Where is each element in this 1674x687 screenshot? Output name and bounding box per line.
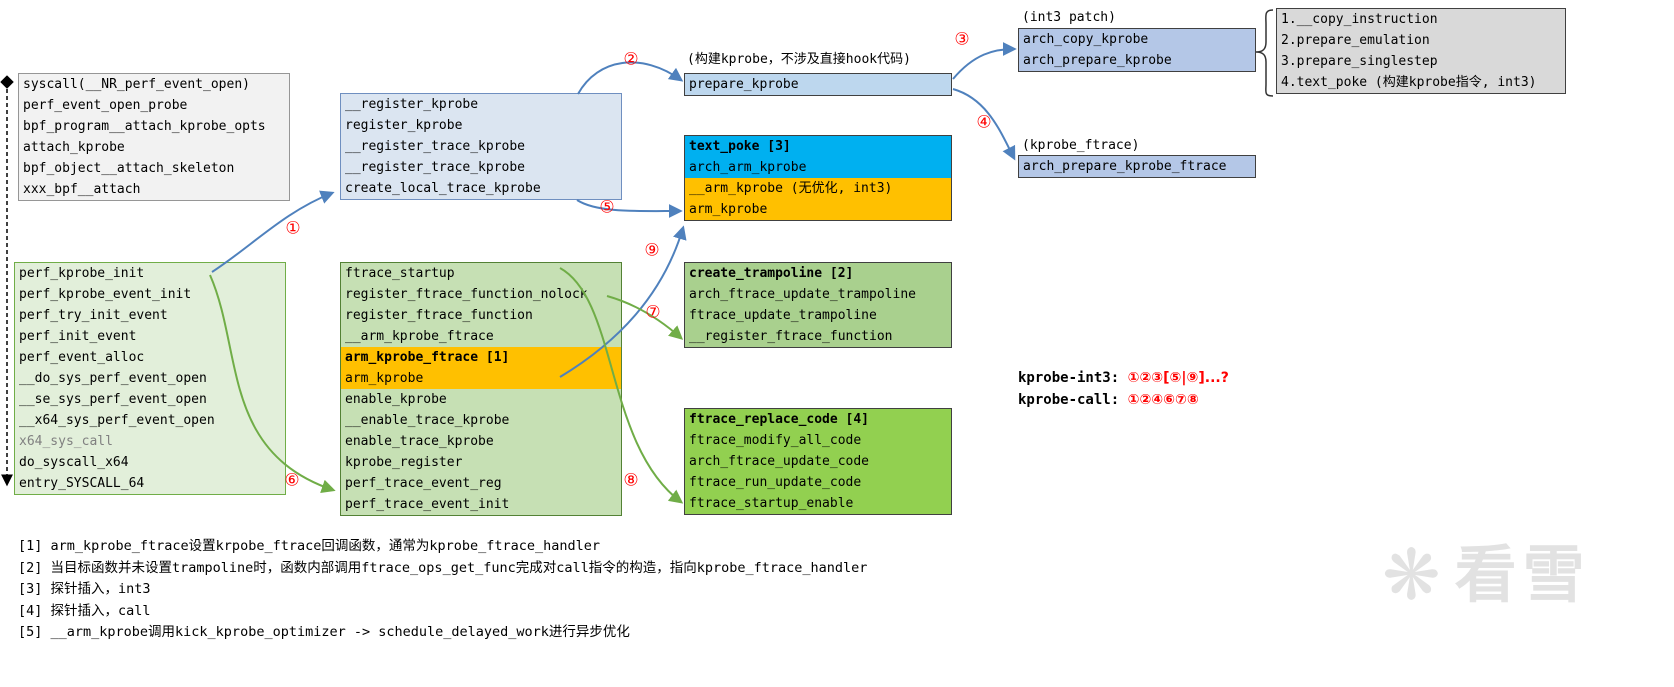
box-row: arch_ftrace_update_code (689, 454, 870, 469)
box-row: 4.text_poke (构建kprobe指令, int3) (1281, 75, 1537, 90)
box-row: __register_ftrace_function (689, 329, 893, 344)
box-row: perf_kprobe_init (19, 266, 145, 281)
box-row: prepare_kprobe (689, 77, 799, 92)
box-create-trampoline: create_trampoline [2] arch_ftrace_update_… (684, 262, 952, 348)
step-marker-6: ⑥ (284, 470, 300, 491)
footnote-4: [4] 探针插入，call (18, 602, 151, 619)
box-row: __arm_kprobe (无优化, int3) (685, 178, 951, 199)
box-row: arm_kprobe (685, 199, 951, 220)
step-marker-5: ⑤ (599, 197, 615, 218)
box-row: register_kprobe (345, 118, 463, 133)
box-row: ftrace_startup (345, 266, 455, 281)
watermark-text: 看雪 (1454, 538, 1591, 611)
box-row: x64_sys_call (19, 434, 113, 449)
box-row: kprobe_register (345, 455, 463, 470)
kprobe-call-label: kprobe-call: (1018, 392, 1120, 408)
box-row: entry_SYSCALL_64 (19, 476, 145, 491)
footnote-1: [1] arm_kprobe_ftrace设置krpobe_ftrace回调函数… (18, 538, 601, 554)
label-kprobe-ftrace: (kprobe_ftrace) (1022, 138, 1140, 153)
step-marker-1: ① (285, 218, 301, 239)
box-row: 2.prepare_emulation (1281, 33, 1430, 48)
box-row: __enable_trace_kprobe (345, 413, 510, 428)
kprobe-int3-sequence: ①②③[⑤|⑨]...? (1127, 370, 1229, 386)
step-marker-8: ⑧ (623, 470, 639, 491)
footnotes: [1] arm_kprobe_ftrace设置krpobe_ftrace回调函数… (18, 536, 867, 644)
box-row: perf_init_event (19, 329, 137, 344)
box-row: perf_event_open_probe (23, 98, 188, 113)
box-row: register_ftrace_function (345, 308, 533, 323)
box-arch-prepare-kprobe-ftrace: arch_prepare_kprobe_ftrace (1018, 155, 1256, 178)
box-row: enable_kprobe (345, 392, 447, 407)
box-row: create_local_trace_kprobe (345, 181, 541, 196)
box-row: __register_kprobe (345, 97, 479, 112)
box-prepare-kprobe: prepare_kprobe (684, 73, 952, 96)
box-row: perf_trace_event_init (345, 497, 510, 512)
arrow-step-3 (952, 42, 1017, 80)
box-arch-prepare-kprobe: arch_copy_kprobe arch_prepare_kprobe (1018, 28, 1256, 72)
box-row: perf_event_alloc (19, 350, 145, 365)
box-row: __register_trace_kprobe (345, 139, 526, 154)
box-ftrace-replace-code: ftrace_replace_code [4] ftrace_modify_all… (684, 408, 952, 515)
box-row: register_ftrace_function_nolock (345, 287, 588, 302)
box-row: syscall(__NR_perf_event_open) (23, 77, 250, 92)
box-row: create_trampoline [2] (689, 266, 854, 281)
step-marker-2: ② (623, 49, 639, 70)
box-row: __se_sys_perf_event_open (19, 392, 207, 407)
kprobe-int3-label: kprobe-int3: (1018, 370, 1120, 386)
box-row: arch_arm_kprobe (685, 157, 951, 178)
snowflake-icon: ❋ (1382, 534, 1441, 616)
label-prepare-kprobe: (构建kprobe，不涉及直接hook代码) (687, 52, 911, 67)
step-marker-7: ⑦ (645, 302, 661, 323)
box-row: ftrace_replace_code [4] (689, 412, 870, 427)
box-row: 1.__copy_instruction (1281, 12, 1438, 27)
kprobe-int3-note: kprobe-int3: ①②③[⑤|⑨]...? (1018, 370, 1229, 386)
box-row: attach_kprobe (23, 140, 125, 155)
box-row: __register_trace_kprobe (345, 160, 526, 175)
footnote-5: [5] __arm_kprobe调用kick_kprobe_optimizer … (18, 624, 630, 640)
box-row: xxx_bpf__attach (23, 182, 141, 197)
box-row: arch_ftrace_update_trampoline (689, 287, 916, 302)
box-row: bpf_program__attach_kprobe_opts (23, 119, 266, 134)
box-row: ftrace_update_trampoline (689, 308, 877, 323)
box-row: bpf_object__attach_skeleton (23, 161, 235, 176)
watermark: ❋ 看雪 (1382, 534, 1591, 616)
box-ftrace-arm: ftrace_startup register_ftrace_function_n… (340, 262, 622, 516)
arrow-step-5 (576, 199, 683, 219)
box-copy-instruction-steps: 1.__copy_instruction 2.prepare_emulation 3… (1276, 8, 1566, 94)
step-marker-9: ⑨ (644, 240, 660, 261)
box-row: perf_try_init_event (19, 308, 168, 323)
box-row: arm_kprobe (341, 368, 621, 389)
box-register-kprobe: __register_kprobe register_kprobe __regist… (340, 93, 622, 200)
box-row: perf_trace_event_reg (345, 476, 502, 491)
box-syscall-entry: syscall(__NR_perf_event_open) perf_event_… (18, 73, 290, 201)
box-row: text_poke [3] (685, 136, 951, 157)
box-row: arch_prepare_kprobe_ftrace (1023, 159, 1227, 174)
box-row: 3.prepare_singlestep (1281, 54, 1438, 69)
box-text-poke: text_poke [3]arch_arm_kprobe__arm_kprobe… (684, 135, 952, 221)
footnote-3: [3] 探针插入，int3 (18, 581, 151, 597)
box-row: __x64_sys_perf_event_open (19, 413, 215, 428)
box-row: __arm_kprobe_ftrace (345, 329, 494, 344)
box-row: arch_copy_kprobe (1023, 32, 1149, 47)
box-row: __do_sys_perf_event_open (19, 371, 207, 386)
box-row: arm_kprobe_ftrace [1] (341, 347, 621, 368)
box-row: do_syscall_x64 (19, 455, 129, 470)
step-marker-3: ③ (954, 29, 970, 50)
kprobe-call-sequence: ①②④⑥⑦⑧ (1127, 392, 1199, 408)
footnote-2: [2] 当目标函数并未设置trampoline时，函数内部调用ftrace_op… (18, 559, 868, 576)
kprobe-call-note: kprobe-call: ①②④⑥⑦⑧ (1018, 392, 1199, 408)
arrow-step-1 (211, 190, 335, 273)
box-row: ftrace_run_update_code (689, 475, 862, 490)
box-row: perf_kprobe_event_init (19, 287, 192, 302)
step-marker-4: ④ (976, 112, 992, 133)
box-row: ftrace_startup_enable (689, 496, 854, 511)
box-row: enable_trace_kprobe (345, 434, 494, 449)
expansion-brace (1255, 9, 1274, 97)
label-int3-patch: (int3 patch) (1022, 10, 1116, 25)
box-row: arch_prepare_kprobe (1023, 53, 1172, 68)
box-row: ftrace_modify_all_code (689, 433, 862, 448)
